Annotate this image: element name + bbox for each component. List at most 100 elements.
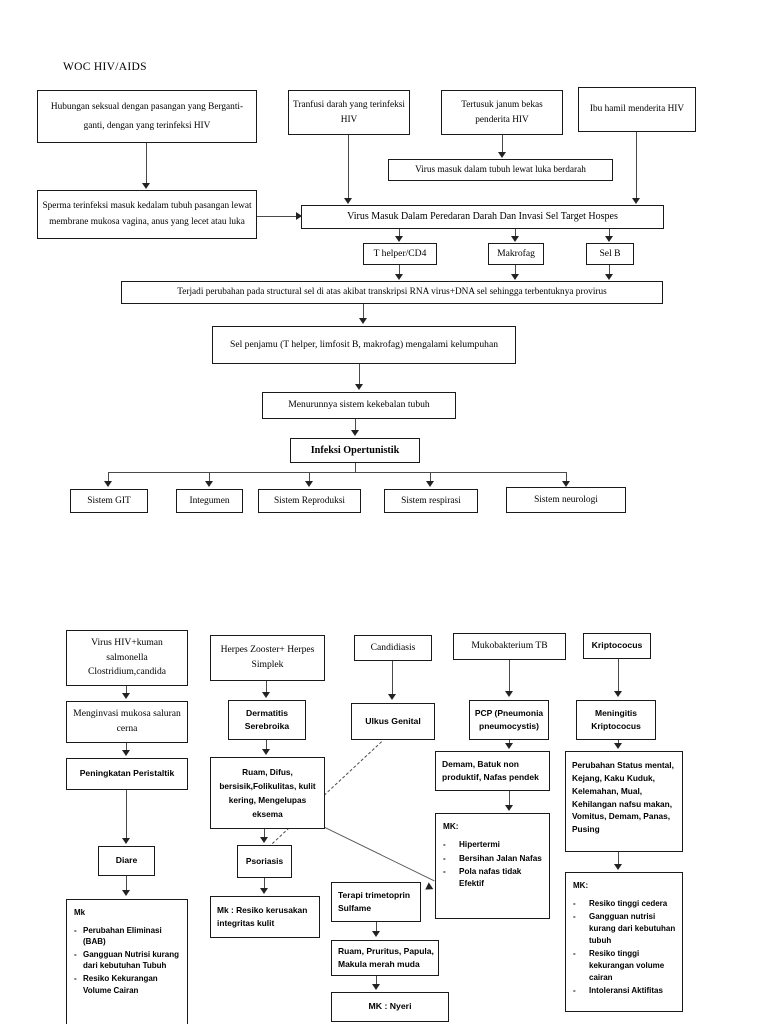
- connector-line: [209, 472, 211, 482]
- mk-item-text: Resiko tinggi cedera: [589, 899, 668, 908]
- bullet-dash-icon: -: [573, 899, 576, 908]
- box-col1-invade: Menginvasi mukosa saluran cerna: [66, 701, 188, 743]
- box-col3-source: Candidiasis: [354, 635, 432, 661]
- connector-line: [515, 229, 517, 237]
- mk-heading: MK:: [573, 881, 589, 890]
- connector-line: [266, 740, 268, 750]
- mk-list-item: - Resiko tinggi cedera: [573, 898, 676, 910]
- connector-line: [609, 265, 611, 275]
- mk-list-item: - Gangguan nutrisi kurang dari kebutuhan…: [573, 911, 676, 947]
- connector-solid-diagonal: [324, 827, 435, 882]
- connector-line: [509, 791, 511, 806]
- mk-item-text: Pola nafas tidak Efektif: [459, 866, 522, 889]
- box-system-neurologi: Sistem neurologi: [506, 487, 626, 513]
- box-col1-mk: Mk - Perubahan Eliminasi (BAB) - Ganggua…: [66, 899, 188, 1024]
- connector-line: [376, 976, 378, 985]
- box-needle-stick: Tertusuk janum bekas penderita HIV: [441, 90, 563, 135]
- connector-line: [515, 265, 517, 275]
- box-system-integumen: Integumen: [176, 489, 243, 513]
- connector-line: [509, 660, 511, 692]
- connector-arrow: [344, 198, 352, 204]
- connector-arrow: [305, 481, 313, 487]
- connector-arrow: [605, 274, 613, 280]
- connector-arrow: [632, 198, 640, 204]
- connector-arrow: [562, 481, 570, 487]
- box-col3-ulkus: Ulkus Genital: [351, 703, 435, 740]
- box-system-respirasi: Sistem respirasi: [384, 489, 478, 513]
- bullet-dash-icon: -: [74, 973, 77, 983]
- box-col3-signs: Ruam, Pruritus, Papula, Makula merah mud…: [331, 940, 439, 976]
- connector-arrow: [425, 882, 436, 893]
- connector-line: [609, 229, 611, 237]
- box-col2-dermatitis: Dermatitis Serebroika: [228, 700, 306, 740]
- box-transfusion: Tranfusi darah yang terinfeksi HIV: [288, 90, 410, 135]
- box-cell-t-helper: T helper/CD4: [363, 243, 437, 265]
- box-system-git: Sistem GIT: [70, 489, 148, 513]
- connector-line: [126, 686, 128, 694]
- mk-list-item: - Hipertermi: [443, 839, 543, 851]
- connector-line: [359, 364, 361, 385]
- connector-arrow: [122, 838, 130, 844]
- connector-arrow: [388, 694, 396, 700]
- box-col3-mk: MK : Nyeri: [331, 992, 449, 1022]
- box-col4-source: Mukobakterium TB: [453, 633, 566, 660]
- mk-item-text: Intoleransi Aktifitas: [589, 986, 663, 995]
- box-col4-signs: Demam, Batuk non produktif, Nafas pendek: [435, 751, 550, 791]
- mk-list-item: - Bersihan Jalan Nafas: [443, 853, 543, 865]
- bullet-dash-icon: -: [74, 925, 77, 935]
- box-system-reproduksi: Sistem Reproduksi: [258, 489, 361, 513]
- mk-list: - Resiko tinggi cedera - Gangguan nutris…: [573, 898, 676, 998]
- mk-item-text: Gangguan nutrisi kurang dari kebutuhan t…: [589, 912, 676, 945]
- page-title: WOC HIV/AIDS: [63, 61, 147, 73]
- connector-arrow: [372, 931, 380, 937]
- bullet-dash-icon: -: [573, 912, 576, 921]
- mk-item-text: Hipertermi: [459, 840, 500, 850]
- connector-bus: [108, 472, 567, 474]
- mk-item-text: Resiko Kekurangan Volume Cairan: [83, 973, 158, 995]
- connector-line: [399, 229, 401, 237]
- connector-arrow: [511, 236, 519, 242]
- connector-line: [309, 472, 311, 482]
- mk-heading: Mk: [74, 908, 86, 917]
- connector-arrow: [142, 183, 150, 189]
- mk-item-text: Gangguan Nutrisi kurang dari kebutuhan T…: [83, 949, 180, 971]
- connector-arrow: [122, 693, 130, 699]
- connector-arrow: [395, 274, 403, 280]
- bullet-dash-icon: -: [443, 840, 446, 850]
- connector-arrow: [262, 749, 270, 755]
- box-host-cell-paralysis: Sel penjamu (T helper, limfosit B, makro…: [212, 326, 516, 364]
- connector-arrow: [122, 890, 130, 896]
- box-virus-wound: Virus masuk dalam tubuh lewat luka berda…: [388, 159, 613, 181]
- box-cell-makrofag: Makrofag: [488, 243, 544, 265]
- mk-list-item: - Resiko tinggi kekurangan volume cairan: [573, 948, 676, 984]
- connector-arrow: [260, 837, 268, 843]
- bullet-dash-icon: -: [573, 949, 576, 958]
- box-immune-decline: Menurunnya sistem kekebalan tubuh: [262, 392, 456, 419]
- mk-item-text: Resiko tinggi kekurangan volume cairan: [589, 949, 665, 982]
- connector-arrow: [395, 236, 403, 242]
- connector-arrow: [262, 692, 270, 698]
- connector-arrow: [426, 481, 434, 487]
- mk-item-text: Perubahan Eliminasi (BAB): [83, 925, 162, 947]
- connector-line: [618, 852, 620, 865]
- connector-line: [355, 463, 357, 472]
- mk-item-text: Bersihan Jalan Nafas: [459, 853, 542, 863]
- connector-line: [618, 740, 620, 744]
- connector-arrow: [122, 750, 130, 756]
- connector-line: [376, 922, 378, 932]
- connector-line: [636, 132, 638, 198]
- connector-arrow: [511, 274, 519, 280]
- box-col5-source: Kriptococus: [583, 633, 651, 659]
- connector-line: [126, 790, 128, 839]
- connector-line: [618, 659, 620, 692]
- box-cell-sel-b: Sel B: [586, 243, 634, 265]
- connector-line: [502, 135, 504, 152]
- box-col2-mk: Mk : Resiko kerusakan integritas kulit: [210, 896, 320, 938]
- bullet-dash-icon: -: [573, 986, 576, 995]
- connector-line: [392, 661, 394, 695]
- box-opportunistic-infection: Infeksi Opertunistik: [290, 438, 420, 463]
- connector-arrow: [372, 984, 380, 990]
- connector-arrow: [205, 481, 213, 487]
- connector-arrow: [505, 691, 513, 697]
- connector-arrow: [505, 805, 513, 811]
